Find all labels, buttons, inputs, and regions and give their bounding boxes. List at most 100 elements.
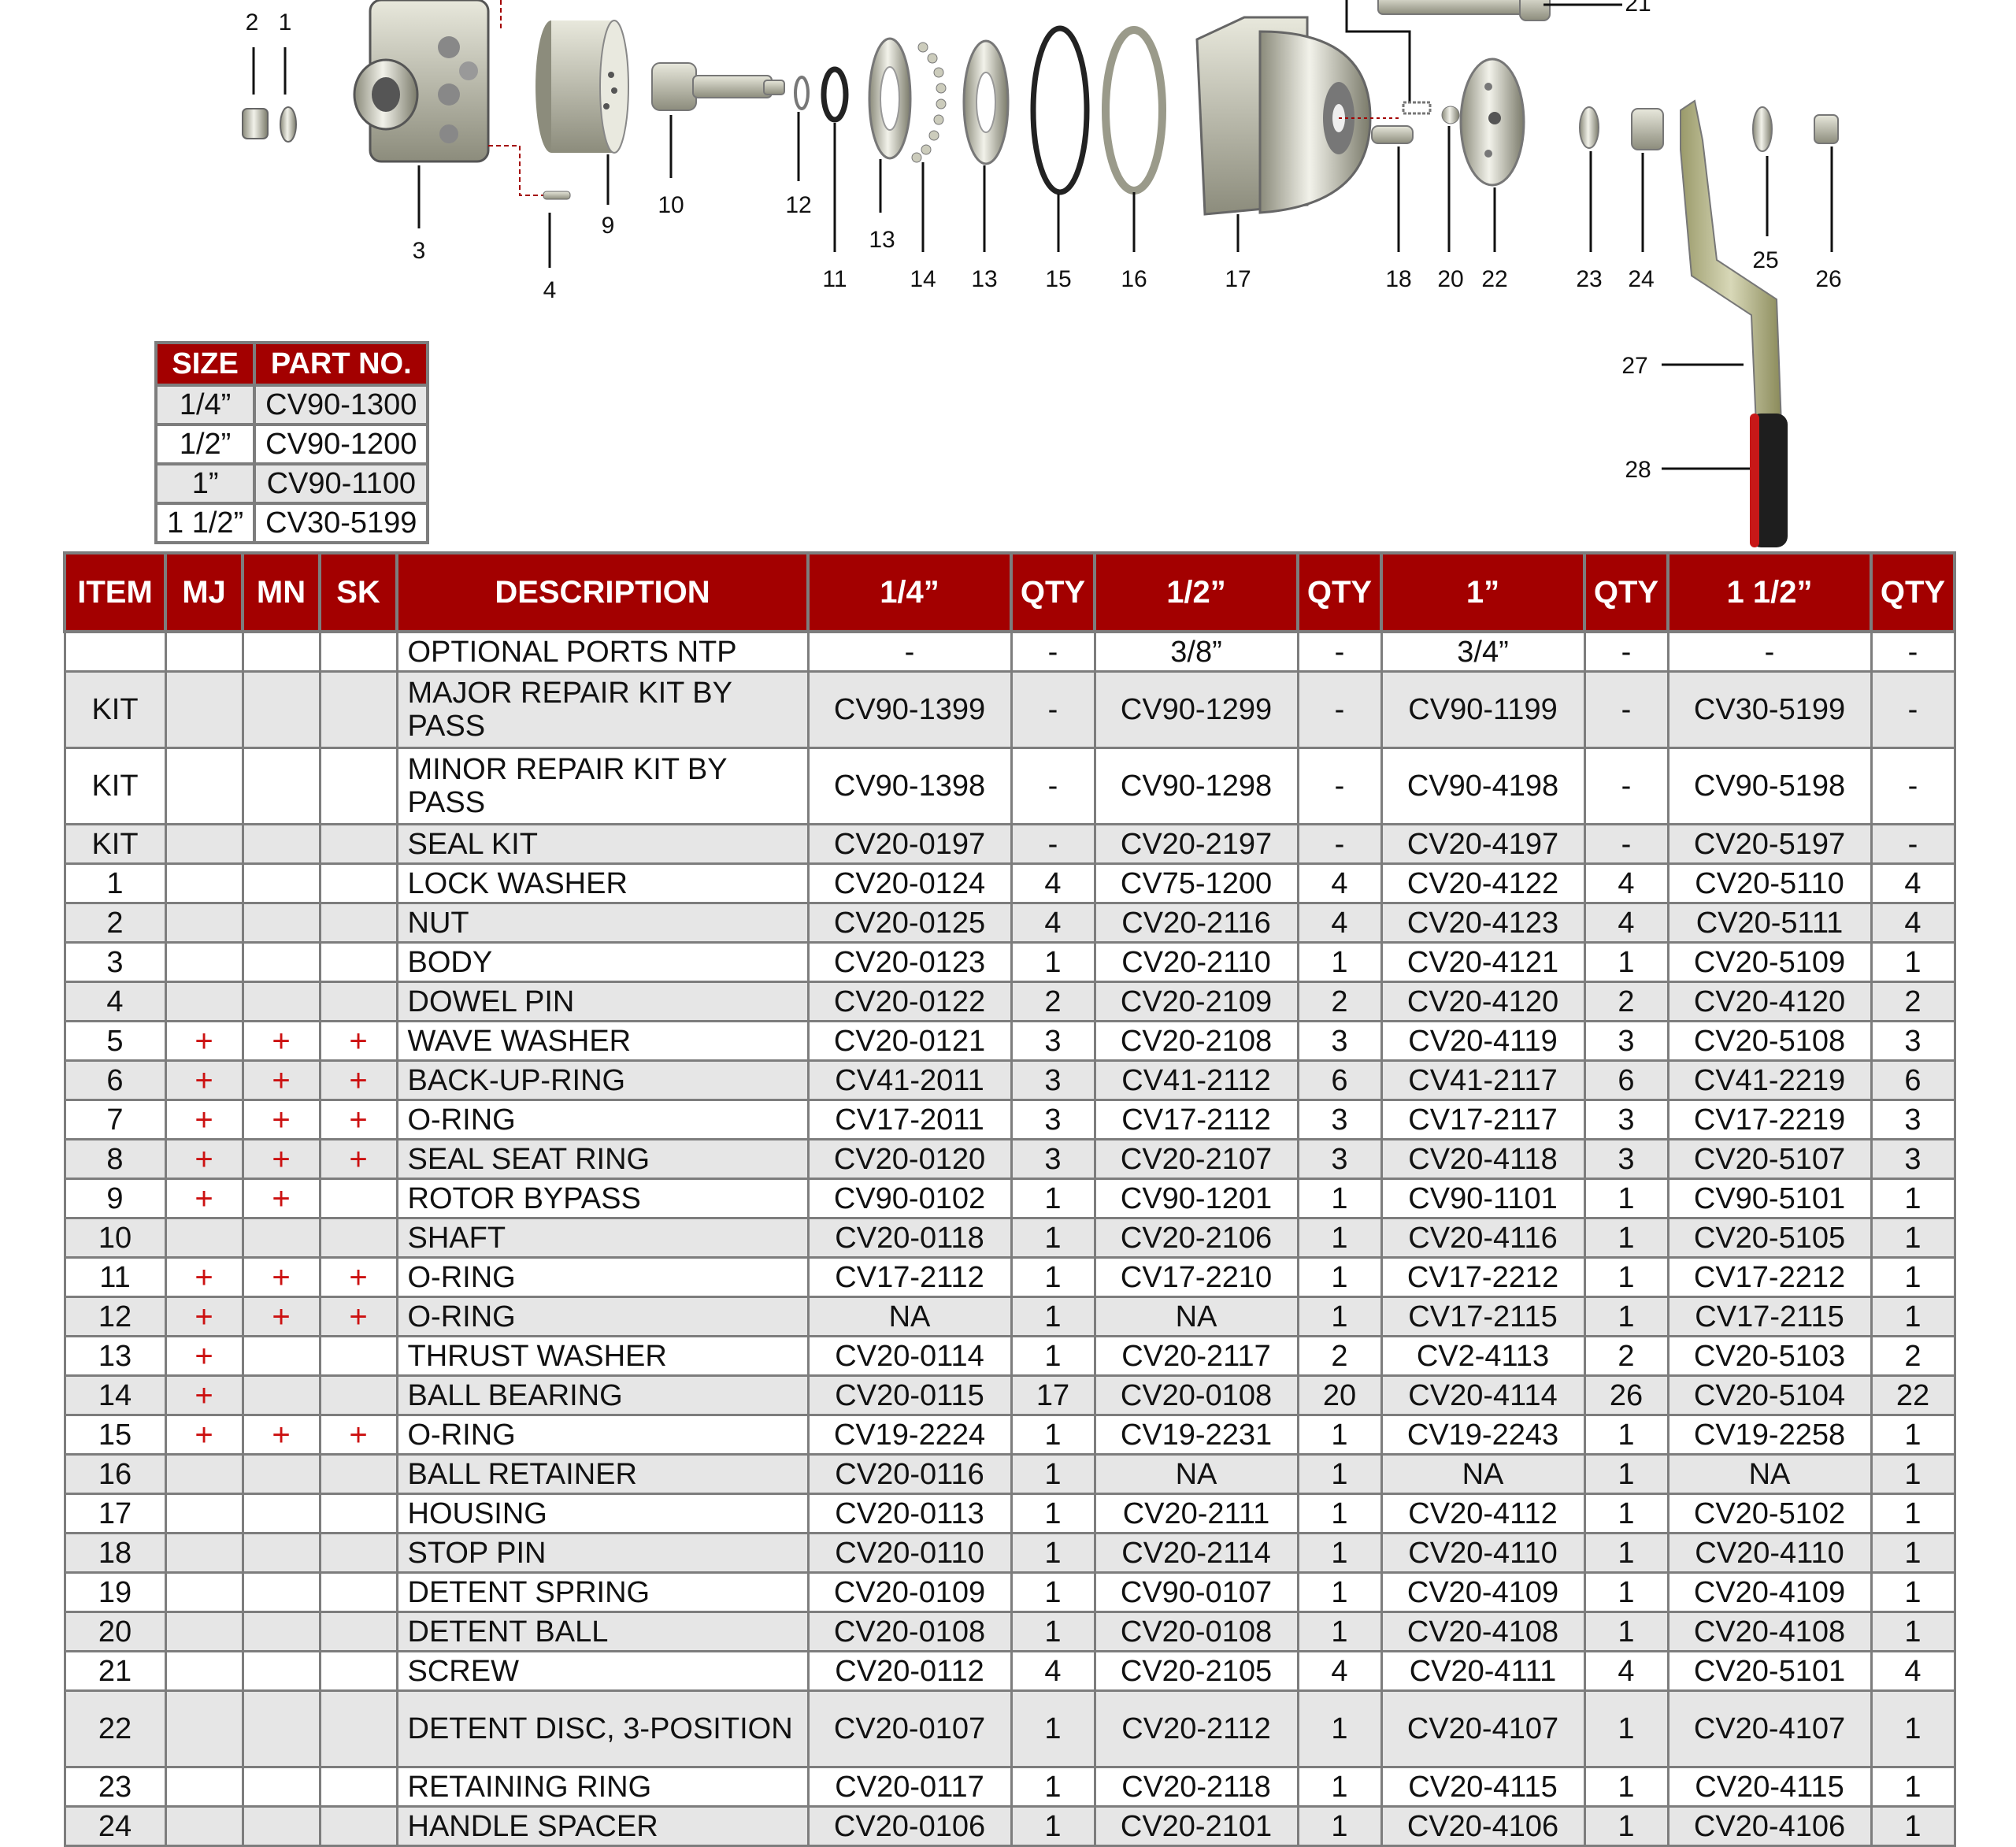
cell-one-half-inch-part: CV30-5199 — [1666, 670, 1873, 749]
cell-quarter-inch-part: CV20-0123 — [806, 941, 1013, 983]
cell-one-half-inch-part: CV20-5103 — [1666, 1335, 1873, 1377]
cell-one-half-inch-qty: 1 — [1870, 1766, 1956, 1808]
cell-sk — [318, 941, 398, 983]
cell-mn: + — [241, 1059, 321, 1101]
housing-part — [1195, 16, 1372, 216]
cell-description: DETENT DISC, 3-POSITION — [395, 1689, 810, 1768]
cell-item: 2 — [63, 902, 167, 944]
cell-one-half-inch-part: CV20-4106 — [1666, 1805, 1873, 1847]
cell-quarter-inch-qty: - — [1010, 747, 1096, 825]
cell-half-inch-part: 3/8” — [1093, 630, 1299, 673]
cell-sk — [318, 1532, 398, 1574]
cell-mn — [241, 1805, 321, 1847]
cell-mj — [164, 1217, 244, 1259]
cell-quarter-inch-part: CV20-0124 — [806, 862, 1013, 904]
cell-quarter-inch-qty: 3 — [1010, 1059, 1096, 1101]
cell-mj: + — [164, 1335, 244, 1377]
cell-one-half-inch-part: CV20-5104 — [1666, 1374, 1873, 1416]
cell-half-inch-qty: 4 — [1296, 862, 1383, 904]
lock-washer-part — [280, 106, 297, 143]
cell-half-inch-qty: 1 — [1296, 1805, 1383, 1847]
cell-one-inch-part: CV20-4122 — [1380, 862, 1586, 904]
cell-half-inch-part: CV20-2114 — [1093, 1532, 1299, 1574]
cell-one-half-inch-qty: 1 — [1870, 1217, 1956, 1259]
cell-one-inch-qty: 1 — [1583, 1805, 1670, 1847]
cell-description: BALL RETAINER — [395, 1453, 810, 1495]
cell-sk — [318, 1217, 398, 1259]
cell-one-inch-part: CV17-2115 — [1380, 1296, 1586, 1337]
cell-quarter-inch-qty: 1 — [1010, 1335, 1096, 1377]
cell-sk: + — [318, 1059, 398, 1101]
cell-sk — [318, 1374, 398, 1416]
size-row: 1”CV90-1100 — [154, 462, 430, 505]
cell-sk — [318, 1178, 398, 1219]
cell-sk — [318, 670, 398, 749]
cell-mn: + — [241, 1138, 321, 1180]
nut-part — [242, 108, 269, 139]
cell-quarter-inch-part: CV20-0114 — [806, 1335, 1013, 1377]
body-part — [353, 0, 490, 163]
cell-sk — [318, 747, 398, 825]
cell-one-half-inch-qty: 6 — [1870, 1059, 1956, 1101]
cell-half-inch-qty: 1 — [1296, 1689, 1383, 1768]
cell-half-inch-part: CV20-2111 — [1093, 1493, 1299, 1534]
cell-description: SEAL SEAT RING — [395, 1138, 810, 1180]
cell-half-inch-qty: 1 — [1296, 1766, 1383, 1808]
cell-mn — [241, 747, 321, 825]
cell-quarter-inch-qty: 1 — [1010, 941, 1096, 983]
cell-quarter-inch-qty: - — [1010, 670, 1096, 749]
callout-10: 10 — [658, 192, 684, 218]
cell-sk: + — [318, 1256, 398, 1298]
cell-sk — [318, 1805, 398, 1847]
handle-part — [1680, 99, 1788, 547]
cell-half-inch-part: CV20-2107 — [1093, 1138, 1299, 1180]
cell-one-half-inch-qty: 3 — [1870, 1020, 1956, 1062]
cell-sk: + — [318, 1414, 398, 1456]
cell-item: 7 — [63, 1099, 167, 1140]
header-item: ITEM — [63, 551, 167, 633]
cell-quarter-inch-qty: 4 — [1010, 1650, 1096, 1692]
cell-quarter-inch-qty: 4 — [1010, 862, 1096, 904]
cell-mn — [241, 823, 321, 865]
cell-quarter-inch-qty: 1 — [1010, 1256, 1096, 1298]
cell-description: DETENT SPRING — [395, 1571, 810, 1613]
cell-item: 21 — [63, 1650, 167, 1692]
cell-item: 12 — [63, 1296, 167, 1337]
cell-half-inch-part: CV20-2112 — [1093, 1689, 1299, 1768]
cell-one-inch-part: CV90-4198 — [1380, 747, 1586, 825]
cell-item: KIT — [63, 747, 167, 825]
cell-one-inch-part: CV20-4119 — [1380, 1020, 1586, 1062]
cell-one-half-inch-part: CV90-5198 — [1666, 747, 1873, 825]
cell-quarter-inch-qty: 1 — [1010, 1217, 1096, 1259]
part-no-cell: CV90-1200 — [253, 423, 430, 465]
cell-description: HOUSING — [395, 1493, 810, 1534]
callout-22: 22 — [1481, 266, 1507, 292]
cell-half-inch-qty: 1 — [1296, 1532, 1383, 1574]
cell-description: DOWEL PIN — [395, 981, 810, 1022]
cell-half-inch-part: CV20-2116 — [1093, 902, 1299, 944]
cell-item: 16 — [63, 1453, 167, 1495]
shaft-part — [651, 62, 785, 111]
cell-one-half-inch-part: CV20-5109 — [1666, 941, 1873, 983]
callout-16: 16 — [1121, 266, 1147, 292]
callout-27: 27 — [1621, 353, 1647, 379]
cell-one-half-inch-part: CV20-5108 — [1666, 1020, 1873, 1062]
header-one-inch-qty: QTY — [1583, 551, 1670, 633]
cell-mn — [241, 670, 321, 749]
cell-one-half-inch-qty: 1 — [1870, 1256, 1956, 1298]
cell-description: SCREW — [395, 1650, 810, 1692]
cell-description: DETENT BALL — [395, 1611, 810, 1652]
cell-quarter-inch-part: CV20-0117 — [806, 1766, 1013, 1808]
cell-quarter-inch-qty: 1 — [1010, 1493, 1096, 1534]
cell-quarter-inch-part: CV20-0113 — [806, 1493, 1013, 1534]
cell-item: 6 — [63, 1059, 167, 1101]
cell-mj — [164, 1805, 244, 1847]
cell-half-inch-part: CV20-2105 — [1093, 1650, 1299, 1692]
